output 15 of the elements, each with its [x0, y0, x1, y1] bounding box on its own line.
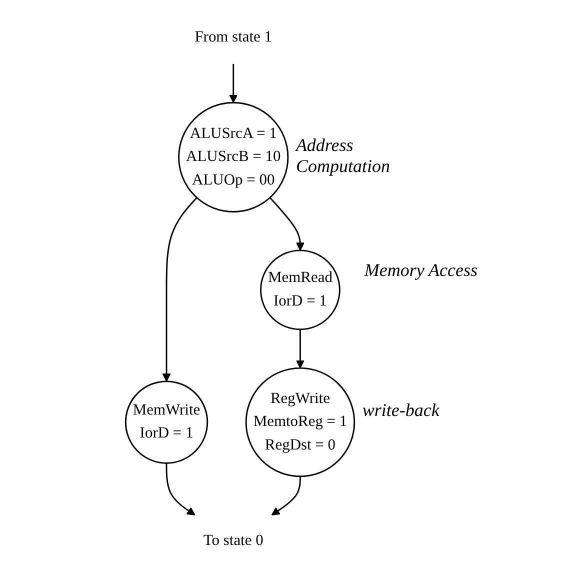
arrow	[296, 329, 304, 368]
phase-label: Memory Access	[364, 260, 478, 281]
node-circle: RegWrite MemtoReg = 1 RegDst = 0	[245, 367, 356, 478]
arrow	[271, 476, 301, 516]
node-circle: MemWrite IorD = 1	[124, 380, 208, 464]
node-circle: ALUSrcA = 1 ALUSrcB = 10 ALUOp = 00	[178, 102, 289, 212]
arrow	[229, 64, 238, 103]
arrow	[166, 463, 196, 516]
state-annotation: write-back	[362, 400, 440, 422]
arrow	[269, 197, 304, 251]
node-text: To state 0	[203, 532, 264, 549]
state-annotation: Address Computation	[296, 135, 391, 178]
node-text: From state 1	[194, 29, 272, 46]
node-circle: MemRead IorD = 1	[260, 250, 340, 330]
arrow	[162, 197, 198, 382]
